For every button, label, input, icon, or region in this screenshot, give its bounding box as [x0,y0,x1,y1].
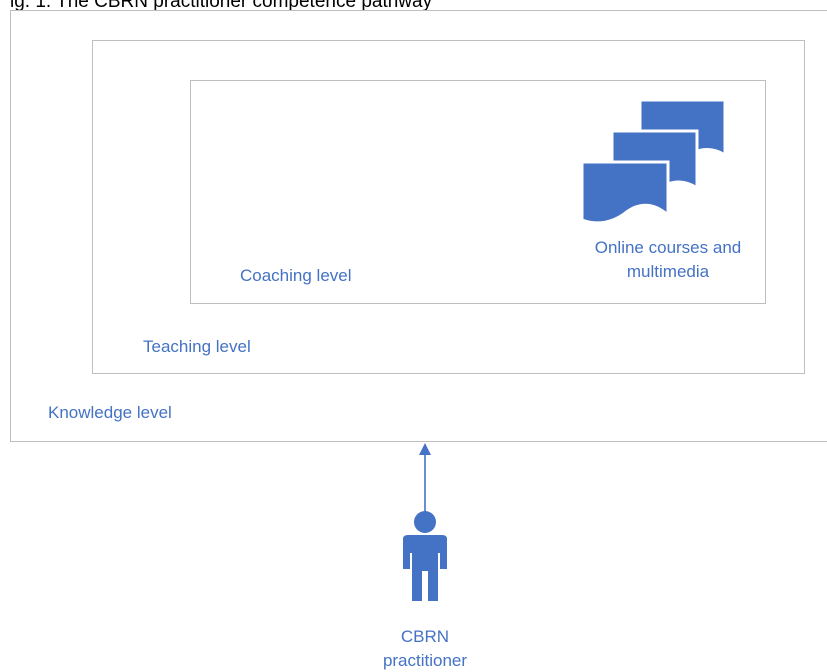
coaching-level-label: Coaching level [240,266,352,285]
practitioner-label-line-2: practitioner [382,651,468,670]
up-arrow-connector [419,443,431,522]
resources-caption-line-1: Online courses and [594,238,742,257]
coaching-level-box [190,80,766,304]
knowledge-level-box [10,10,827,442]
figure-caption: ig. 1. The CBRN practitioner competence … [10,0,433,12]
multiple-documents-icon [580,100,727,225]
resources-caption: Online courses and multimedia [566,236,770,284]
person-icon [403,511,447,601]
practitioner-label-line-1: CBRN [400,627,450,646]
teaching-level-label: Teaching level [143,337,251,356]
practitioner-label: CBRN practitioner [325,625,525,672]
teaching-level-box [92,40,805,374]
knowledge-level-label: Knowledge level [48,403,172,422]
resources-caption-line-2: multimedia [626,262,710,281]
